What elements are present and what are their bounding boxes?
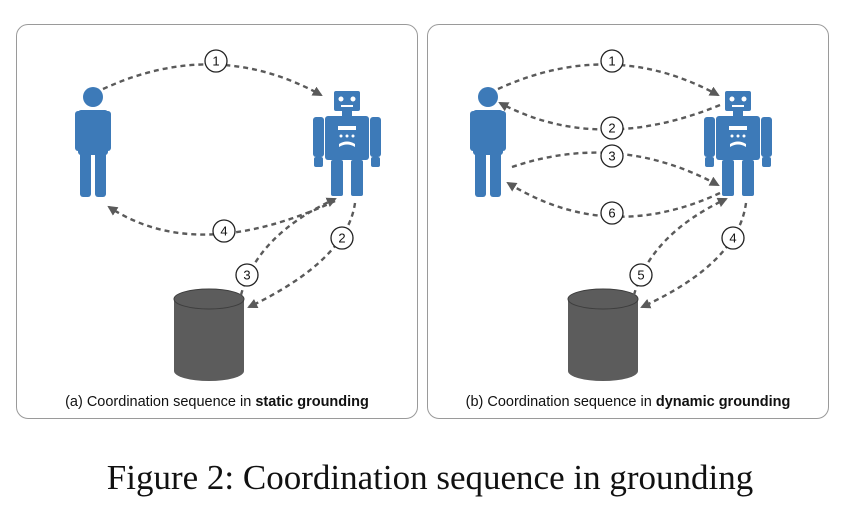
svg-text:4: 4	[220, 224, 227, 239]
step-label: 4	[721, 226, 745, 250]
step-label: 2	[600, 116, 624, 140]
edge-robot-to-human	[107, 199, 336, 236]
step-label: 5	[629, 263, 653, 287]
step-label: 4	[212, 219, 236, 243]
robot-icon	[313, 91, 381, 196]
edge-robot-to-database	[640, 202, 748, 309]
panel-dynamic-grounding: 1 2 3 4 5 6 (b) Coordination sequence in…	[427, 24, 829, 419]
svg-text:1: 1	[608, 54, 615, 69]
svg-text:1: 1	[212, 54, 219, 69]
svg-text:2: 2	[338, 231, 345, 246]
diagram-dynamic: 1 2 3 4 5 6	[470, 49, 772, 381]
diagram-static: 1 2 3 4	[75, 49, 381, 381]
database-icon	[173, 288, 245, 381]
svg-text:2: 2	[608, 121, 615, 136]
robot-icon	[704, 91, 772, 196]
edge-human-to-robot	[497, 63, 720, 97]
panel-caption: (a) Coordination sequence in static grou…	[65, 394, 369, 410]
panel-caption: (b) Coordination sequence in dynamic gro…	[465, 394, 791, 410]
step-label: 3	[235, 263, 259, 287]
human-icon	[470, 87, 506, 197]
human-icon	[75, 87, 111, 197]
figure-caption: Figure 2: Coordination sequence in groun…	[106, 458, 754, 497]
edge-robot-to-database	[247, 202, 357, 309]
step-label: 2	[330, 226, 354, 250]
svg-text:5: 5	[637, 268, 644, 283]
step-label: 3	[600, 144, 624, 168]
step-label: 6	[600, 201, 624, 225]
step-label: 1	[600, 49, 624, 73]
svg-text:3: 3	[243, 268, 250, 283]
edge-human-to-robot	[102, 63, 323, 97]
svg-text:3: 3	[608, 149, 615, 164]
database-icon	[567, 288, 639, 381]
svg-text:4: 4	[729, 231, 736, 246]
step-label: 1	[204, 49, 228, 73]
svg-text:6: 6	[608, 206, 615, 221]
panel-static-grounding: 1 2 3 4 (a) Coordination sequence in sta…	[16, 24, 418, 419]
